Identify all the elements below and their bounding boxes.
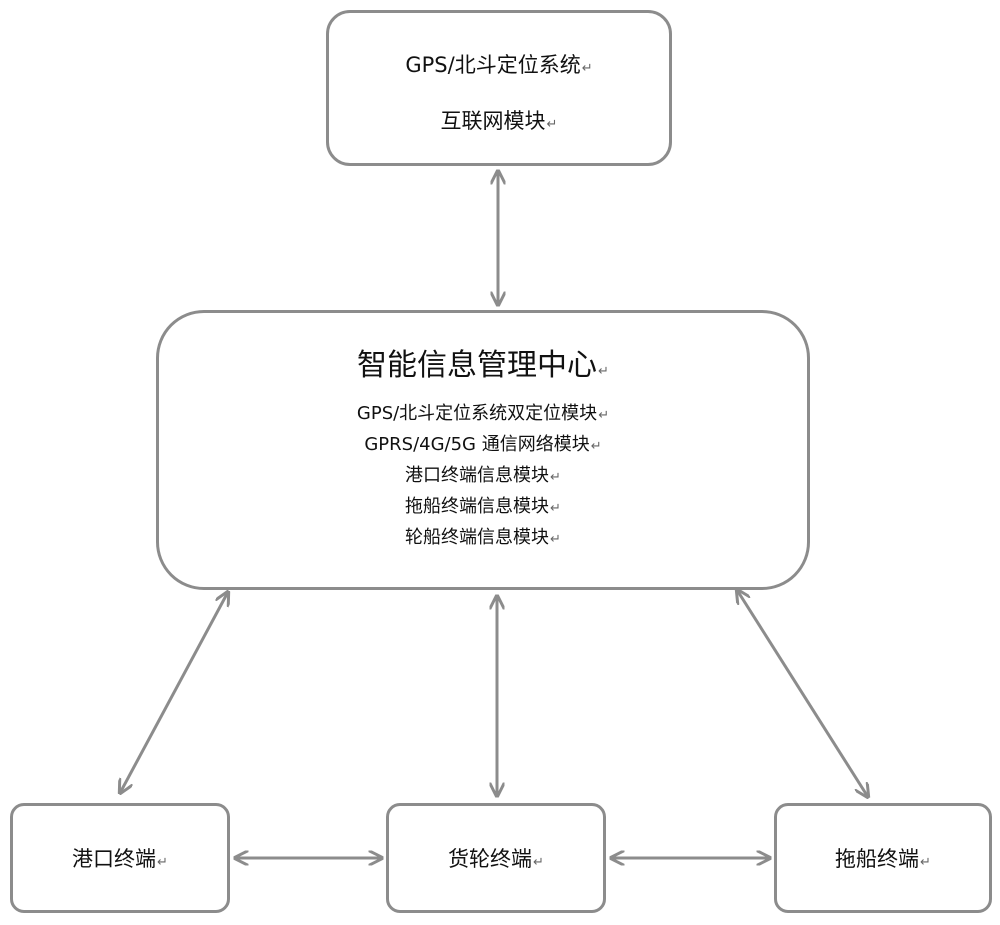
center-module-2: GPRS/4G/5G 通信网络模块 (364, 434, 590, 455)
paragraph-mark-icon: ↵ (546, 117, 558, 132)
top-box-line-2: 互联网模块 (440, 109, 546, 133)
paragraph-mark-icon: ↵ (581, 61, 593, 76)
management-center-box: 智能信息管理中心↵ GPS/北斗定位系统双定位模块↵ GPRS/4G/5G 通信… (156, 310, 810, 590)
port-terminal-box: 港口终端↵ (10, 803, 230, 913)
arrow-center-tugboat (737, 590, 868, 797)
paragraph-mark-icon: ↵ (550, 470, 561, 485)
center-module-3: 港口终端信息模块 (405, 465, 550, 486)
center-module-5: 轮船终端信息模块 (405, 527, 550, 548)
port-terminal-label: 港口终端 (72, 847, 157, 871)
tugboat-terminal-box: 拖船终端↵ (774, 803, 992, 913)
top-box-line-1: GPS/北斗定位系统 (405, 53, 581, 77)
freighter-terminal-label: 货轮终端 (448, 847, 533, 871)
gps-internet-box: GPS/北斗定位系统↵ 互联网模块↵ (326, 10, 672, 166)
center-module-4: 拖船终端信息模块 (405, 496, 550, 517)
paragraph-mark-icon: ↵ (157, 855, 168, 870)
paragraph-mark-icon: ↵ (598, 364, 609, 379)
paragraph-mark-icon: ↵ (533, 855, 544, 870)
paragraph-mark-icon: ↵ (920, 855, 931, 870)
tugboat-terminal-label: 拖船终端 (835, 847, 920, 871)
paragraph-mark-icon: ↵ (550, 501, 561, 516)
center-module-1: GPS/北斗定位系统双定位模块 (356, 403, 598, 424)
paragraph-mark-icon: ↵ (590, 439, 602, 454)
arrow-center-port (120, 592, 228, 793)
paragraph-mark-icon: ↵ (550, 532, 561, 547)
center-box-title: 智能信息管理中心 (357, 348, 598, 383)
paragraph-mark-icon: ↵ (598, 408, 610, 423)
freighter-terminal-box: 货轮终端↵ (386, 803, 606, 913)
